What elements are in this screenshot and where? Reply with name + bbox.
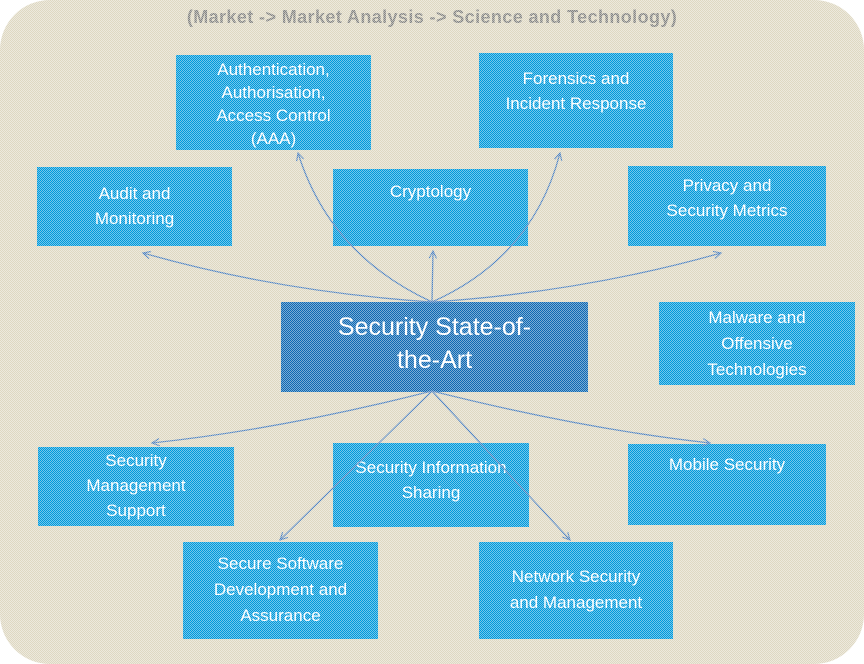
node-authentication-authorisation-access-control: Authentication, Authorisation, Access Co… bbox=[176, 55, 371, 150]
node-cryptology: Cryptology bbox=[333, 169, 528, 246]
node-security-state-of-the-art: Security State-of- the-Art bbox=[281, 302, 588, 392]
arrow-to-privacy-and-security-metrics bbox=[431, 250, 723, 303]
arrow-to-cryptology bbox=[428, 249, 438, 303]
node-network-security-and-management: Network Security and Management bbox=[479, 542, 673, 639]
node-forensics-and-incident-response: Forensics and Incident Response bbox=[479, 53, 673, 148]
node-privacy-and-security-metrics: Privacy and Security Metrics bbox=[628, 166, 826, 246]
node-security-management-support: Security Management Support bbox=[38, 447, 234, 526]
diagram-title: (Market -> Market Analysis -> Science an… bbox=[186, 7, 678, 27]
node-audit-and-monitoring: Audit and Monitoring bbox=[37, 167, 232, 246]
node-secure-software-development-and-assurance: Secure Software Development and Assuranc… bbox=[183, 542, 378, 639]
arrow-to-security-management-support bbox=[150, 390, 433, 447]
arrow-to-audit-and-monitoring bbox=[141, 250, 433, 303]
arrow-to-mobile-security bbox=[431, 390, 712, 447]
node-mobile-security: Mobile Security bbox=[628, 444, 826, 525]
node-security-information-sharing: Security Information Sharing bbox=[333, 443, 529, 527]
node-malware-and-offensive-technologies: Malware and Offensive Technologies bbox=[659, 302, 855, 385]
